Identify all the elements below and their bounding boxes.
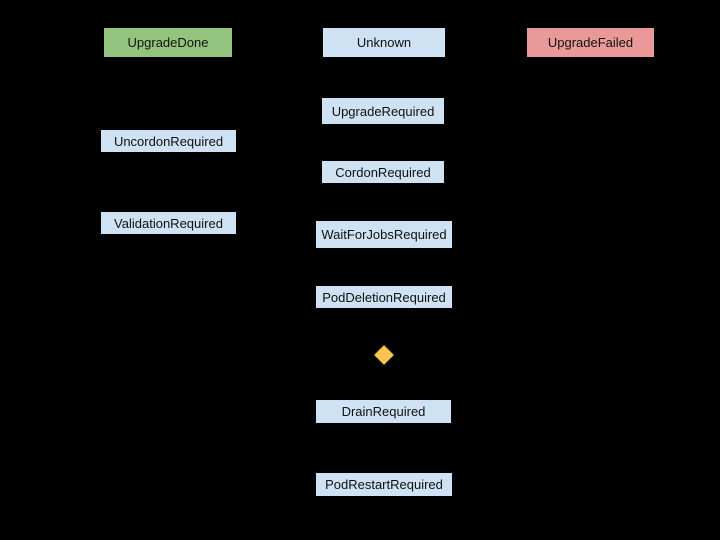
node-validation-required: ValidationRequired <box>100 211 237 235</box>
node-pod-deletion-required-label: PodDeletionRequired <box>322 289 446 305</box>
node-validation-required-label: ValidationRequired <box>114 215 223 231</box>
node-upgrade-required: UpgradeRequired <box>321 97 445 125</box>
node-upgrade-failed-label: UpgradeFailed <box>547 35 634 50</box>
node-drain-required-label: DrainRequired <box>341 404 426 419</box>
node-wait-for-jobs-required-label: WaitForJobsRequired <box>321 227 447 242</box>
node-upgrade-done: UpgradeDone <box>103 27 233 58</box>
node-uncordon-required: UncordonRequired <box>100 129 237 153</box>
node-wait-for-jobs-required: WaitForJobsRequired <box>315 220 453 249</box>
node-unknown: Unknown <box>322 27 446 58</box>
node-upgrade-done-label: UpgradeDone <box>127 35 209 50</box>
node-upgrade-required-label: UpgradeRequired <box>331 103 435 119</box>
node-pod-restart-required: PodRestartRequired <box>315 472 453 497</box>
node-cordon-required-label: CordonRequired <box>335 164 431 180</box>
node-unknown-label: Unknown <box>356 35 412 50</box>
decision-diamond <box>372 343 396 367</box>
node-pod-restart-required-label: PodRestartRequired <box>325 477 443 492</box>
node-cordon-required: CordonRequired <box>321 160 445 184</box>
node-uncordon-required-label: UncordonRequired <box>113 133 224 149</box>
node-drain-required: DrainRequired <box>315 399 452 424</box>
node-pod-deletion-required: PodDeletionRequired <box>315 285 453 309</box>
node-upgrade-failed: UpgradeFailed <box>526 27 655 58</box>
